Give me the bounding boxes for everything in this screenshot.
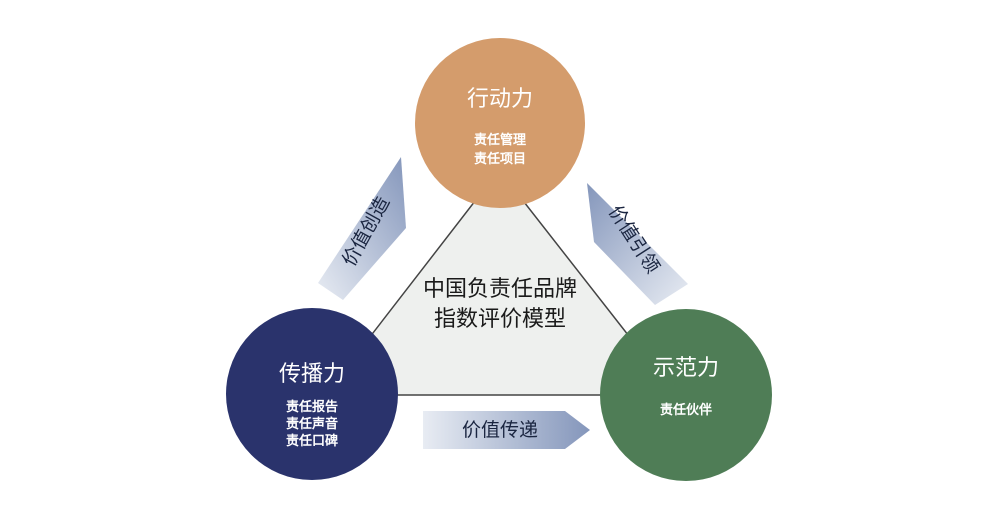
node-action-item: 责任管理 <box>474 132 526 148</box>
center-title-line2: 指数评价模型 <box>434 307 566 332</box>
node-communication: 传播力 责任报告 责任声音 责任口碑 <box>226 308 398 480</box>
node-action: 行动力 责任管理 责任项目 <box>415 38 585 208</box>
node-action-title: 行动力 <box>467 87 533 112</box>
node-action-item: 责任项目 <box>474 151 526 167</box>
node-communication-item: 责任口碑 <box>286 433 338 449</box>
node-communication-item: 责任声音 <box>286 416 338 432</box>
center-title-line1: 中国负责任品牌 <box>423 277 577 302</box>
node-demonstration-title: 示范力 <box>653 356 719 381</box>
model-triangle <box>323 168 677 396</box>
node-communication-item: 责任报告 <box>286 399 338 415</box>
node-demonstration: 示范力 责任伙伴 <box>600 309 772 481</box>
node-demonstration-item: 责任伙伴 <box>660 402 712 418</box>
arrow-left: 价值创造 <box>318 157 406 300</box>
node-communication-title: 传播力 <box>279 362 345 387</box>
arrow-bottom: 价值传递 <box>423 411 590 449</box>
arrow-bottom-label: 价值传递 <box>462 419 538 441</box>
arrow-right: 价值引领 <box>587 183 688 305</box>
